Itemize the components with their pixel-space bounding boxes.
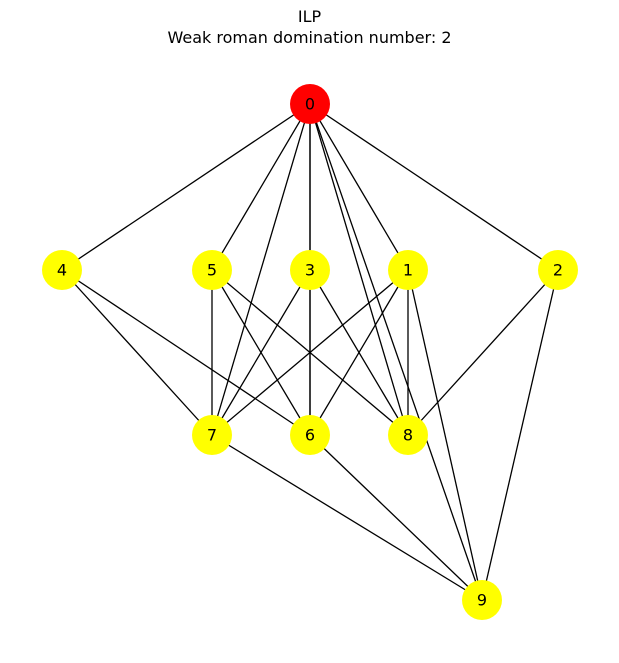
nodes-layer: 0 1 2 3 4 5 6 7 8 9 [42, 84, 578, 620]
node-label: 4 [57, 261, 67, 280]
node-label: 1 [403, 261, 413, 280]
node-circle [290, 84, 330, 124]
edge-6-9 [309, 434, 483, 601]
edge-7-9 [211, 434, 483, 601]
node-5: 5 [192, 250, 232, 290]
node-9: 9 [462, 580, 502, 620]
node-circle [192, 250, 232, 290]
node-1: 1 [388, 250, 428, 290]
node-label: 3 [305, 261, 315, 280]
edge-0-7 [211, 103, 311, 436]
graph-title: ILP [297, 7, 322, 26]
node-circle [290, 250, 330, 290]
node-circle [388, 250, 428, 290]
node-label: 6 [305, 426, 315, 445]
node-label: 8 [403, 426, 413, 445]
node-label: 9 [477, 591, 487, 610]
graph-subtitle: Weak roman domination number: 2 [167, 28, 452, 47]
node-label: 5 [207, 261, 217, 280]
node-0: 0 [290, 84, 330, 124]
edge-4-7 [61, 269, 213, 436]
node-7: 7 [192, 415, 232, 455]
node-circle [538, 250, 578, 290]
edge-4-6 [61, 269, 311, 436]
edge-1-7 [211, 269, 409, 436]
edge-1-9 [407, 269, 483, 601]
node-label: 7 [207, 426, 217, 445]
node-8: 8 [388, 415, 428, 455]
node-label: 0 [305, 95, 315, 114]
node-2: 2 [538, 250, 578, 290]
edge-1-6 [309, 269, 409, 436]
edge-0-1 [309, 103, 409, 271]
node-4: 4 [42, 250, 82, 290]
node-circle [42, 250, 82, 290]
edge-2-8 [407, 269, 559, 436]
edge-0-8 [309, 103, 409, 436]
edge-0-5 [211, 103, 311, 271]
node-circle [192, 415, 232, 455]
node-circle [462, 580, 502, 620]
edge-2-9 [481, 269, 559, 601]
node-label: 2 [553, 261, 563, 280]
node-6: 6 [290, 415, 330, 455]
edges-layer [61, 103, 559, 601]
edge-3-7 [211, 269, 311, 436]
edge-0-2 [309, 103, 559, 271]
node-circle [388, 415, 428, 455]
edge-0-9 [309, 103, 483, 601]
node-3: 3 [290, 250, 330, 290]
node-circle [290, 415, 330, 455]
edge-0-4 [61, 103, 311, 271]
